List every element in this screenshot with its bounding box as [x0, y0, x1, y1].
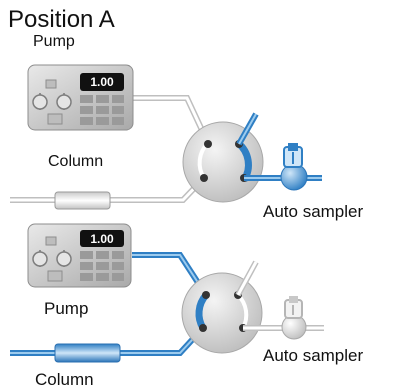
column-label: Column	[48, 153, 104, 170]
position-a-group: 1.00	[10, 64, 322, 210]
autosampler-label: Auto sampler	[263, 346, 364, 365]
diagram-title: Position A	[8, 6, 115, 33]
column-label: Column	[35, 370, 94, 389]
pump-a: 1.00	[27, 64, 134, 131]
position-b-group: 1.00	[10, 223, 324, 363]
pump-a-display: 1.00	[90, 75, 114, 89]
column-b	[54, 343, 121, 363]
valve-port	[202, 291, 210, 299]
autosampler-b	[281, 296, 307, 340]
valve-port	[204, 140, 212, 148]
valve-port	[200, 174, 208, 182]
pump-b: 1.00	[27, 223, 132, 288]
pump-label: Pump	[44, 299, 89, 318]
column-a	[54, 191, 111, 210]
pump-label: Pump	[33, 33, 75, 50]
valve-b	[181, 272, 263, 354]
valve-port	[199, 324, 207, 332]
autosampler-label: Auto sampler	[263, 202, 364, 221]
pump-b-display: 1.00	[90, 232, 114, 246]
autosampler-a	[280, 143, 308, 191]
